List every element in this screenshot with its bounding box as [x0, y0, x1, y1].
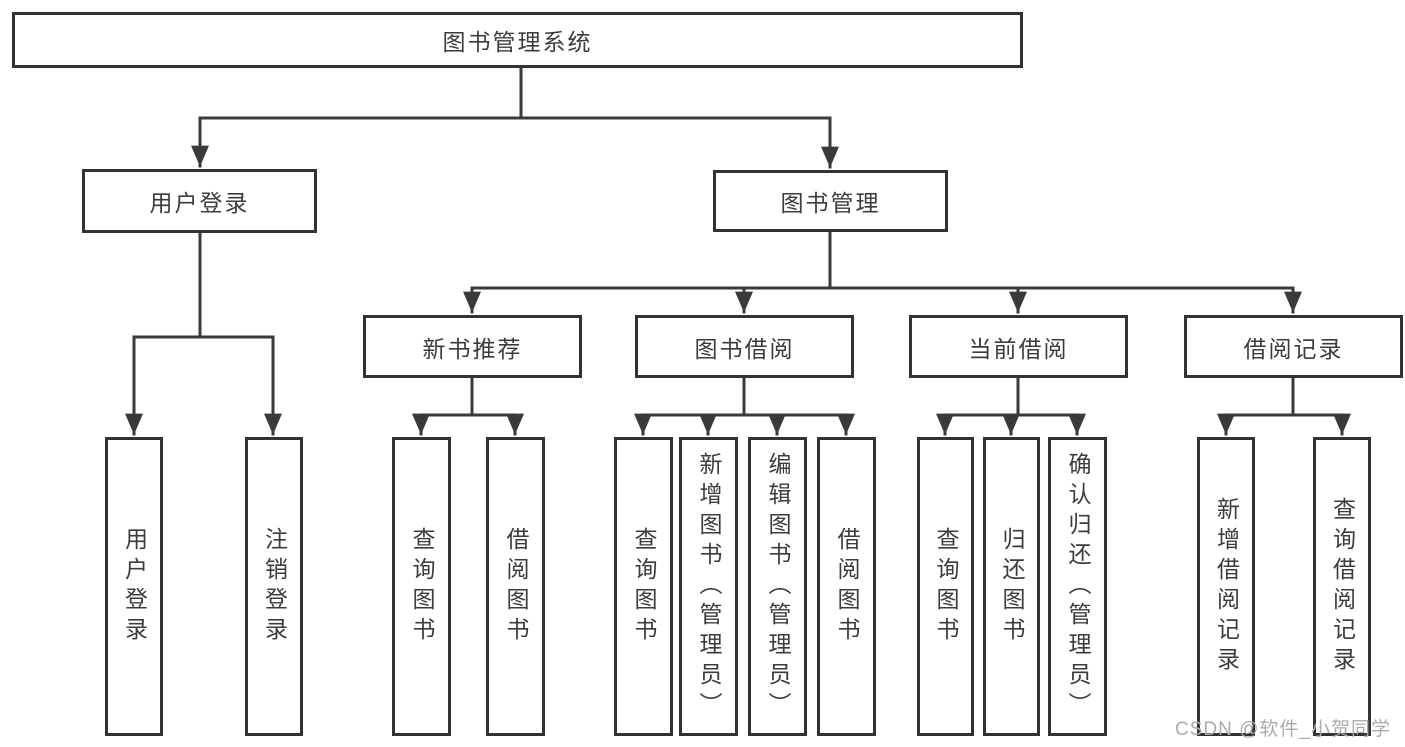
- leaf-query-borrow-record: 查询借阅记录: [1313, 437, 1371, 736]
- leaf-borrow-books-1: 借阅图书: [486, 437, 545, 736]
- leaf-query-books-2: 查询图书: [614, 437, 673, 736]
- leaf-label: 新增图书（管理员）: [696, 451, 722, 722]
- leaf-label: 新增借阅记录: [1213, 496, 1240, 677]
- node-user-login: 用户登录: [82, 169, 317, 233]
- leaf-label: 查询图书: [631, 526, 657, 647]
- node-borrow-records: 借阅记录: [1184, 315, 1403, 378]
- node-book-borrow: 图书借阅: [635, 315, 854, 378]
- leaf-label: 归还图书: [999, 526, 1025, 647]
- leaf-label: 查询图书: [409, 526, 435, 647]
- leaf-borrow-books-2: 借阅图书: [817, 437, 876, 736]
- leaf-label: 确认归还（管理员）: [1065, 451, 1091, 722]
- leaf-label: 用户登录: [121, 526, 148, 647]
- node-book-management: 图书管理: [713, 170, 948, 232]
- leaf-add-books-admin: 新增图书（管理员）: [679, 437, 738, 736]
- leaf-label: 借阅图书: [503, 526, 529, 647]
- leaf-return-books: 归还图书: [983, 437, 1040, 736]
- node-current-borrow: 当前借阅: [909, 315, 1128, 378]
- leaf-query-books-1: 查询图书: [392, 437, 451, 736]
- leaf-logout: 注销登录: [245, 437, 303, 736]
- node-new-book-recommend: 新书推荐: [363, 315, 582, 378]
- leaf-label: 查询借阅记录: [1329, 496, 1356, 677]
- leaf-label: 借阅图书: [834, 526, 860, 647]
- leaf-query-books-3: 查询图书: [917, 437, 974, 736]
- csdn-watermark: CSDN @软件_小贺同学: [1175, 719, 1391, 740]
- leaf-confirm-return-admin: 确认归还（管理员）: [1048, 437, 1107, 736]
- leaf-add-borrow-record: 新增借阅记录: [1197, 437, 1255, 736]
- leaf-label: 注销登录: [261, 526, 288, 647]
- leaf-edit-books-admin: 编辑图书（管理员）: [748, 437, 807, 736]
- leaf-user-login: 用户登录: [105, 437, 163, 736]
- node-library-management-system: 图书管理系统: [12, 12, 1023, 68]
- leaf-label: 查询图书: [933, 526, 959, 647]
- leaf-label: 编辑图书（管理员）: [765, 451, 791, 722]
